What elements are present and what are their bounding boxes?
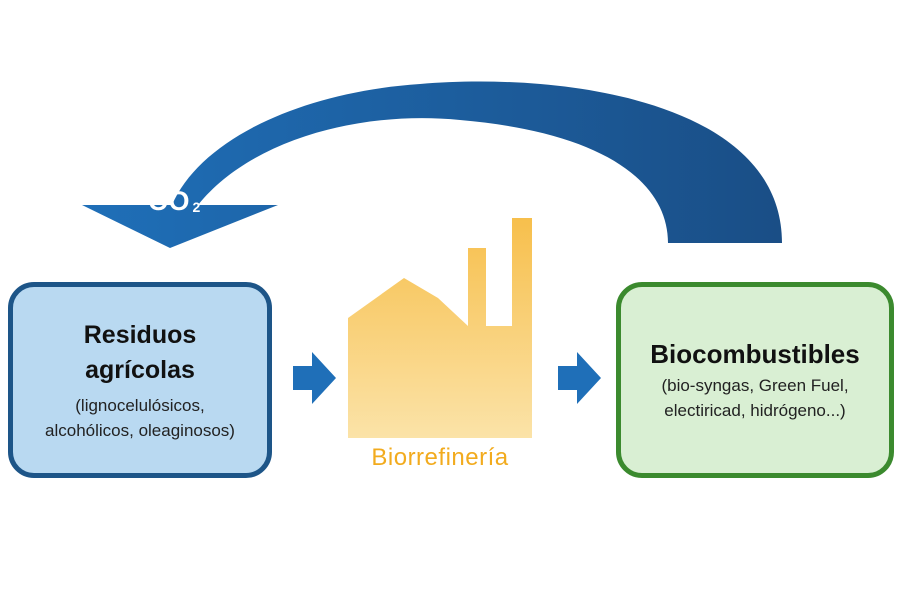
agricultural-waste-box: Residuos agrícolas (lignocelulósicos, al… [8, 282, 272, 478]
factory-icon [348, 218, 532, 438]
biorefinery-label: Biorrefinería [371, 444, 509, 471]
agricultural-waste-subtitle-line2: alcohólicos, oleaginosos) [45, 421, 235, 440]
biofuels-box: Biocombustibles (bio-syngas, Green Fuel,… [616, 282, 894, 478]
agricultural-waste-title-line2: agrícolas [85, 356, 195, 384]
agricultural-waste-title-line1: Residuos [83, 321, 197, 349]
biofuels-title: Biocombustibles [650, 338, 860, 369]
flow-arrow-left [293, 352, 336, 404]
flow-arrow-right [558, 352, 601, 404]
biofuels-subtitle-line2: electiricad, hidrógeno...) [664, 400, 846, 420]
biofuels-subtitle-line1: (bio-syngas, Green Fuel, [661, 375, 849, 395]
co2-cycle-arrow [82, 81, 782, 248]
agricultural-waste-subtitle-line1: (lignocelulósicos, [75, 396, 205, 415]
